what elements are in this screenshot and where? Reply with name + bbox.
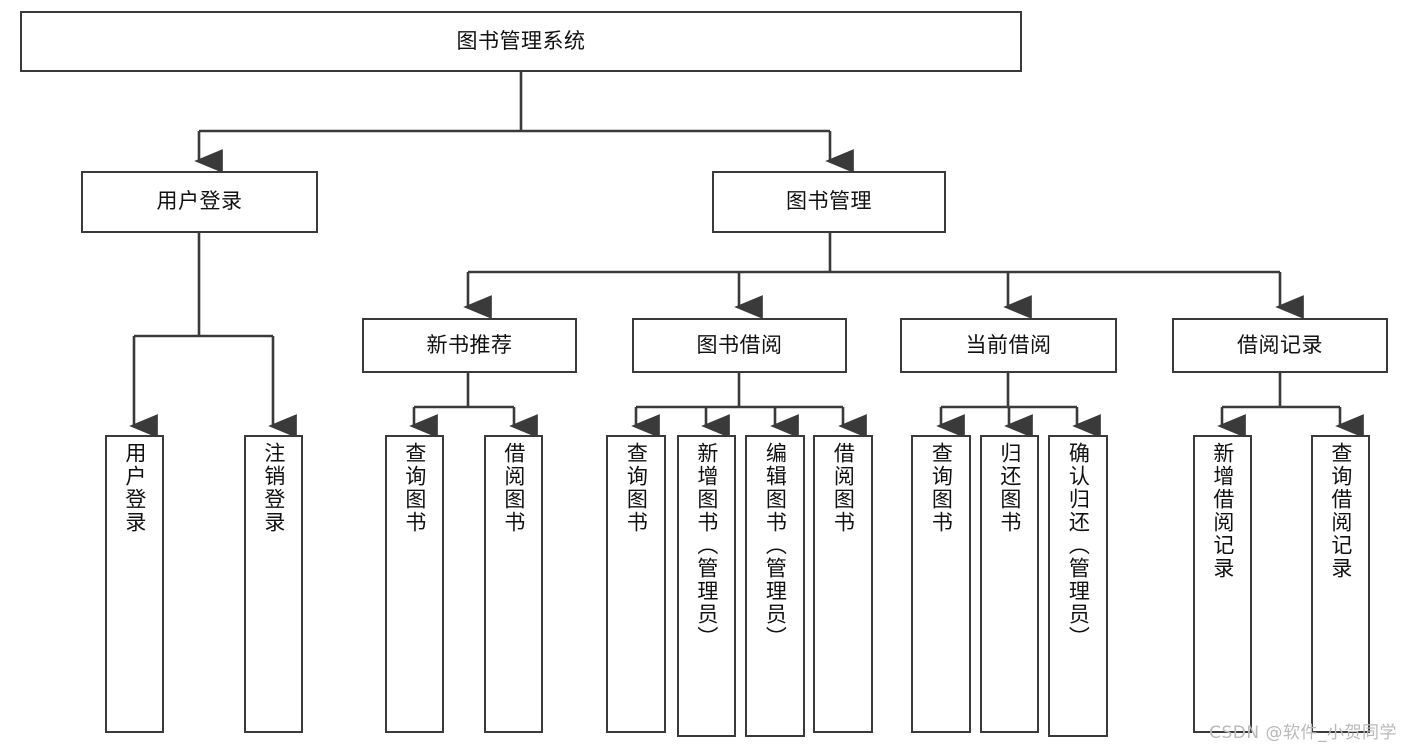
- leaf-edit-book[interactable]: 编辑图书（管理员）: [745, 435, 805, 737]
- leaf-query-book-1-label: 查询图书: [402, 442, 427, 534]
- node-book-borrow[interactable]: 图书借阅: [632, 318, 847, 373]
- leaf-query-record[interactable]: 查询借阅记录: [1311, 435, 1370, 733]
- node-book-mgmt-label: 图书管理: [786, 189, 872, 214]
- node-current-borrow[interactable]: 当前借阅: [900, 318, 1117, 373]
- leaf-add-book-label: 新增图书（管理员）: [694, 442, 719, 649]
- node-borrow-record-label: 借阅记录: [1237, 332, 1323, 357]
- node-book-mgmt[interactable]: 图书管理: [712, 171, 946, 233]
- leaf-query-book-2-label: 查询图书: [624, 442, 649, 534]
- leaf-query-book-1[interactable]: 查询图书: [385, 435, 444, 733]
- leaf-borrow-book-1[interactable]: 借阅图书: [484, 435, 543, 733]
- leaf-logout[interactable]: 注销登录: [244, 435, 303, 733]
- leaf-borrow-book-1-label: 借阅图书: [501, 442, 526, 534]
- leaf-add-record[interactable]: 新增借阅记录: [1193, 435, 1252, 733]
- leaf-query-book-2[interactable]: 查询图书: [606, 435, 666, 733]
- node-book-borrow-label: 图书借阅: [696, 332, 783, 357]
- leaf-logout-label: 注销登录: [261, 442, 286, 534]
- leaf-return-book-label: 归还图书: [997, 442, 1022, 534]
- node-root[interactable]: 图书管理系统: [20, 11, 1022, 72]
- node-new-book-rec-label: 新书推荐: [426, 332, 513, 357]
- leaf-borrow-book-2[interactable]: 借阅图书: [813, 435, 873, 733]
- leaf-confirm-return-label: 确认归还（管理员）: [1066, 442, 1091, 649]
- leaf-query-book-3[interactable]: 查询图书: [911, 435, 971, 733]
- leaf-user-login[interactable]: 用户登录: [105, 435, 164, 733]
- leaf-return-book[interactable]: 归还图书: [980, 435, 1039, 733]
- node-new-book-rec[interactable]: 新书推荐: [362, 318, 577, 373]
- node-user-login[interactable]: 用户登录: [81, 171, 318, 233]
- leaf-confirm-return[interactable]: 确认归还（管理员）: [1048, 435, 1108, 737]
- leaf-query-record-label: 查询借阅记录: [1328, 442, 1353, 580]
- leaf-query-book-3-label: 查询图书: [929, 442, 954, 534]
- leaf-borrow-book-2-label: 借阅图书: [831, 442, 856, 534]
- leaf-add-record-label: 新增借阅记录: [1210, 442, 1235, 580]
- leaf-edit-book-label: 编辑图书（管理员）: [763, 442, 788, 649]
- leaf-user-login-label: 用户登录: [122, 442, 147, 534]
- node-borrow-record[interactable]: 借阅记录: [1172, 318, 1388, 373]
- leaf-add-book[interactable]: 新增图书（管理员）: [677, 435, 736, 737]
- node-user-login-label: 用户登录: [156, 189, 243, 214]
- node-root-label: 图书管理系统: [456, 28, 586, 53]
- node-current-borrow-label: 当前借阅: [965, 332, 1052, 357]
